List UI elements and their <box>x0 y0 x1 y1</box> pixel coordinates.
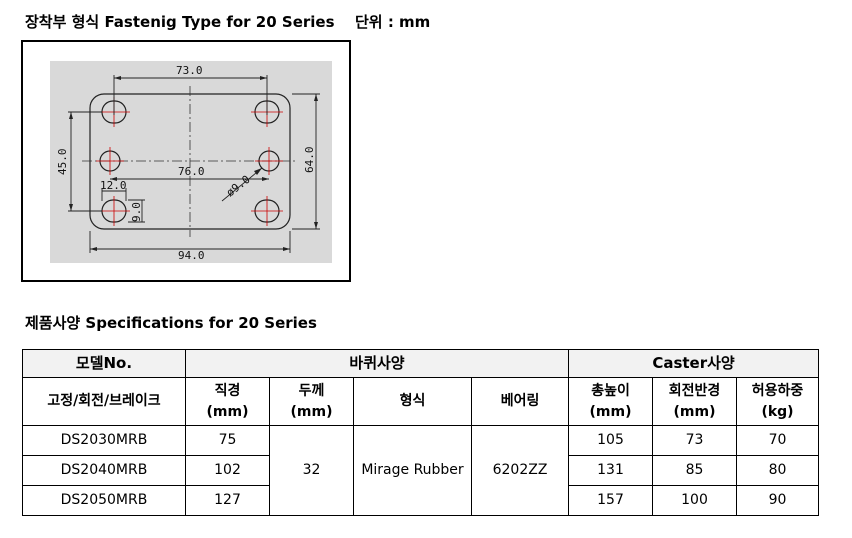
cell-load: 90 <box>736 485 820 516</box>
dim-plate-height: 64.0 <box>303 147 316 174</box>
dim-top-hole-span: 73.0 <box>176 64 203 77</box>
cell-model: DS2050MRB <box>22 485 186 516</box>
dim-mid-hole-span: 76.0 <box>178 165 205 178</box>
table-row: DS2040MRB 102 131 85 80 <box>22 455 820 486</box>
cell-diameter: 75 <box>185 425 270 456</box>
table-row: DS2030MRB 75 32 Mirage Rubber 6202ZZ 105… <box>22 425 820 516</box>
header-load: 허용하중(kg) <box>736 377 820 426</box>
cell-load: 80 <box>736 455 820 486</box>
header-model: 모델No. <box>22 349 186 378</box>
cell-type-shared: Mirage Rubber <box>353 425 472 516</box>
cell-model: DS2030MRB <box>22 425 186 456</box>
cell-height: 157 <box>568 485 654 516</box>
header-caster: Caster사양 <box>568 349 820 378</box>
cell-diameter: 102 <box>185 455 270 486</box>
header-swivel-radius: 회전반경(mm) <box>652 377 738 426</box>
dim-plate-width: 94.0 <box>178 249 205 262</box>
header-diameter: 직경(mm) <box>185 377 270 426</box>
header-height: 총높이(mm) <box>568 377 654 426</box>
table-row: DS2050MRB 127 157 100 90 <box>22 485 820 516</box>
header-model-sub: 고정/회전/브레이크 <box>22 377 186 426</box>
header-type: 형식 <box>353 377 472 426</box>
dim-slot-length: 12.0 <box>100 179 127 192</box>
dim-vertical-span: 45.0 <box>56 149 69 176</box>
header-width: 두께(mm) <box>269 377 354 426</box>
header-wheel: 바퀴사양 <box>184 349 570 378</box>
spec-header-row-2: 고정/회전/브레이크 직경(mm) 두께(mm) 형식 베어링 총높이(mm) … <box>22 377 820 426</box>
cell-bearing-shared: 6202ZZ <box>470 425 570 516</box>
spec-table: 모델No. 바퀴사양 Caster사양 고정/회전/브레이크 직경(mm) 두께… <box>22 349 820 516</box>
cell-model: DS2040MRB <box>22 455 186 486</box>
header-bearing: 베어링 <box>470 377 570 426</box>
cell-swivel-radius: 100 <box>652 485 738 516</box>
cell-diameter: 127 <box>185 485 270 516</box>
cell-height: 105 <box>568 425 654 456</box>
cell-load: 70 <box>736 425 820 456</box>
unit-label: 단위 : mm <box>355 13 431 31</box>
fastening-title: 장착부 형식 Fastenig Type for 20 Series <box>25 13 335 31</box>
fastening-drawing-frame: 73.0 76.0 94.0 64.0 45.0 12.0 9.0 ø9.0 <box>21 40 351 282</box>
fastening-drawing: 73.0 76.0 94.0 64.0 45.0 12.0 9.0 ø9.0 <box>50 61 332 263</box>
cell-swivel-radius: 73 <box>652 425 738 456</box>
dim-slot-width: 9.0 <box>130 202 143 222</box>
cell-width-shared: 32 <box>269 425 354 516</box>
spec-header-row-1: 모델No. 바퀴사양 Caster사양 <box>22 349 820 378</box>
spec-title: 제품사양 Specifications for 20 Series <box>25 314 317 332</box>
cell-height: 131 <box>568 455 654 486</box>
cell-swivel-radius: 85 <box>652 455 738 486</box>
